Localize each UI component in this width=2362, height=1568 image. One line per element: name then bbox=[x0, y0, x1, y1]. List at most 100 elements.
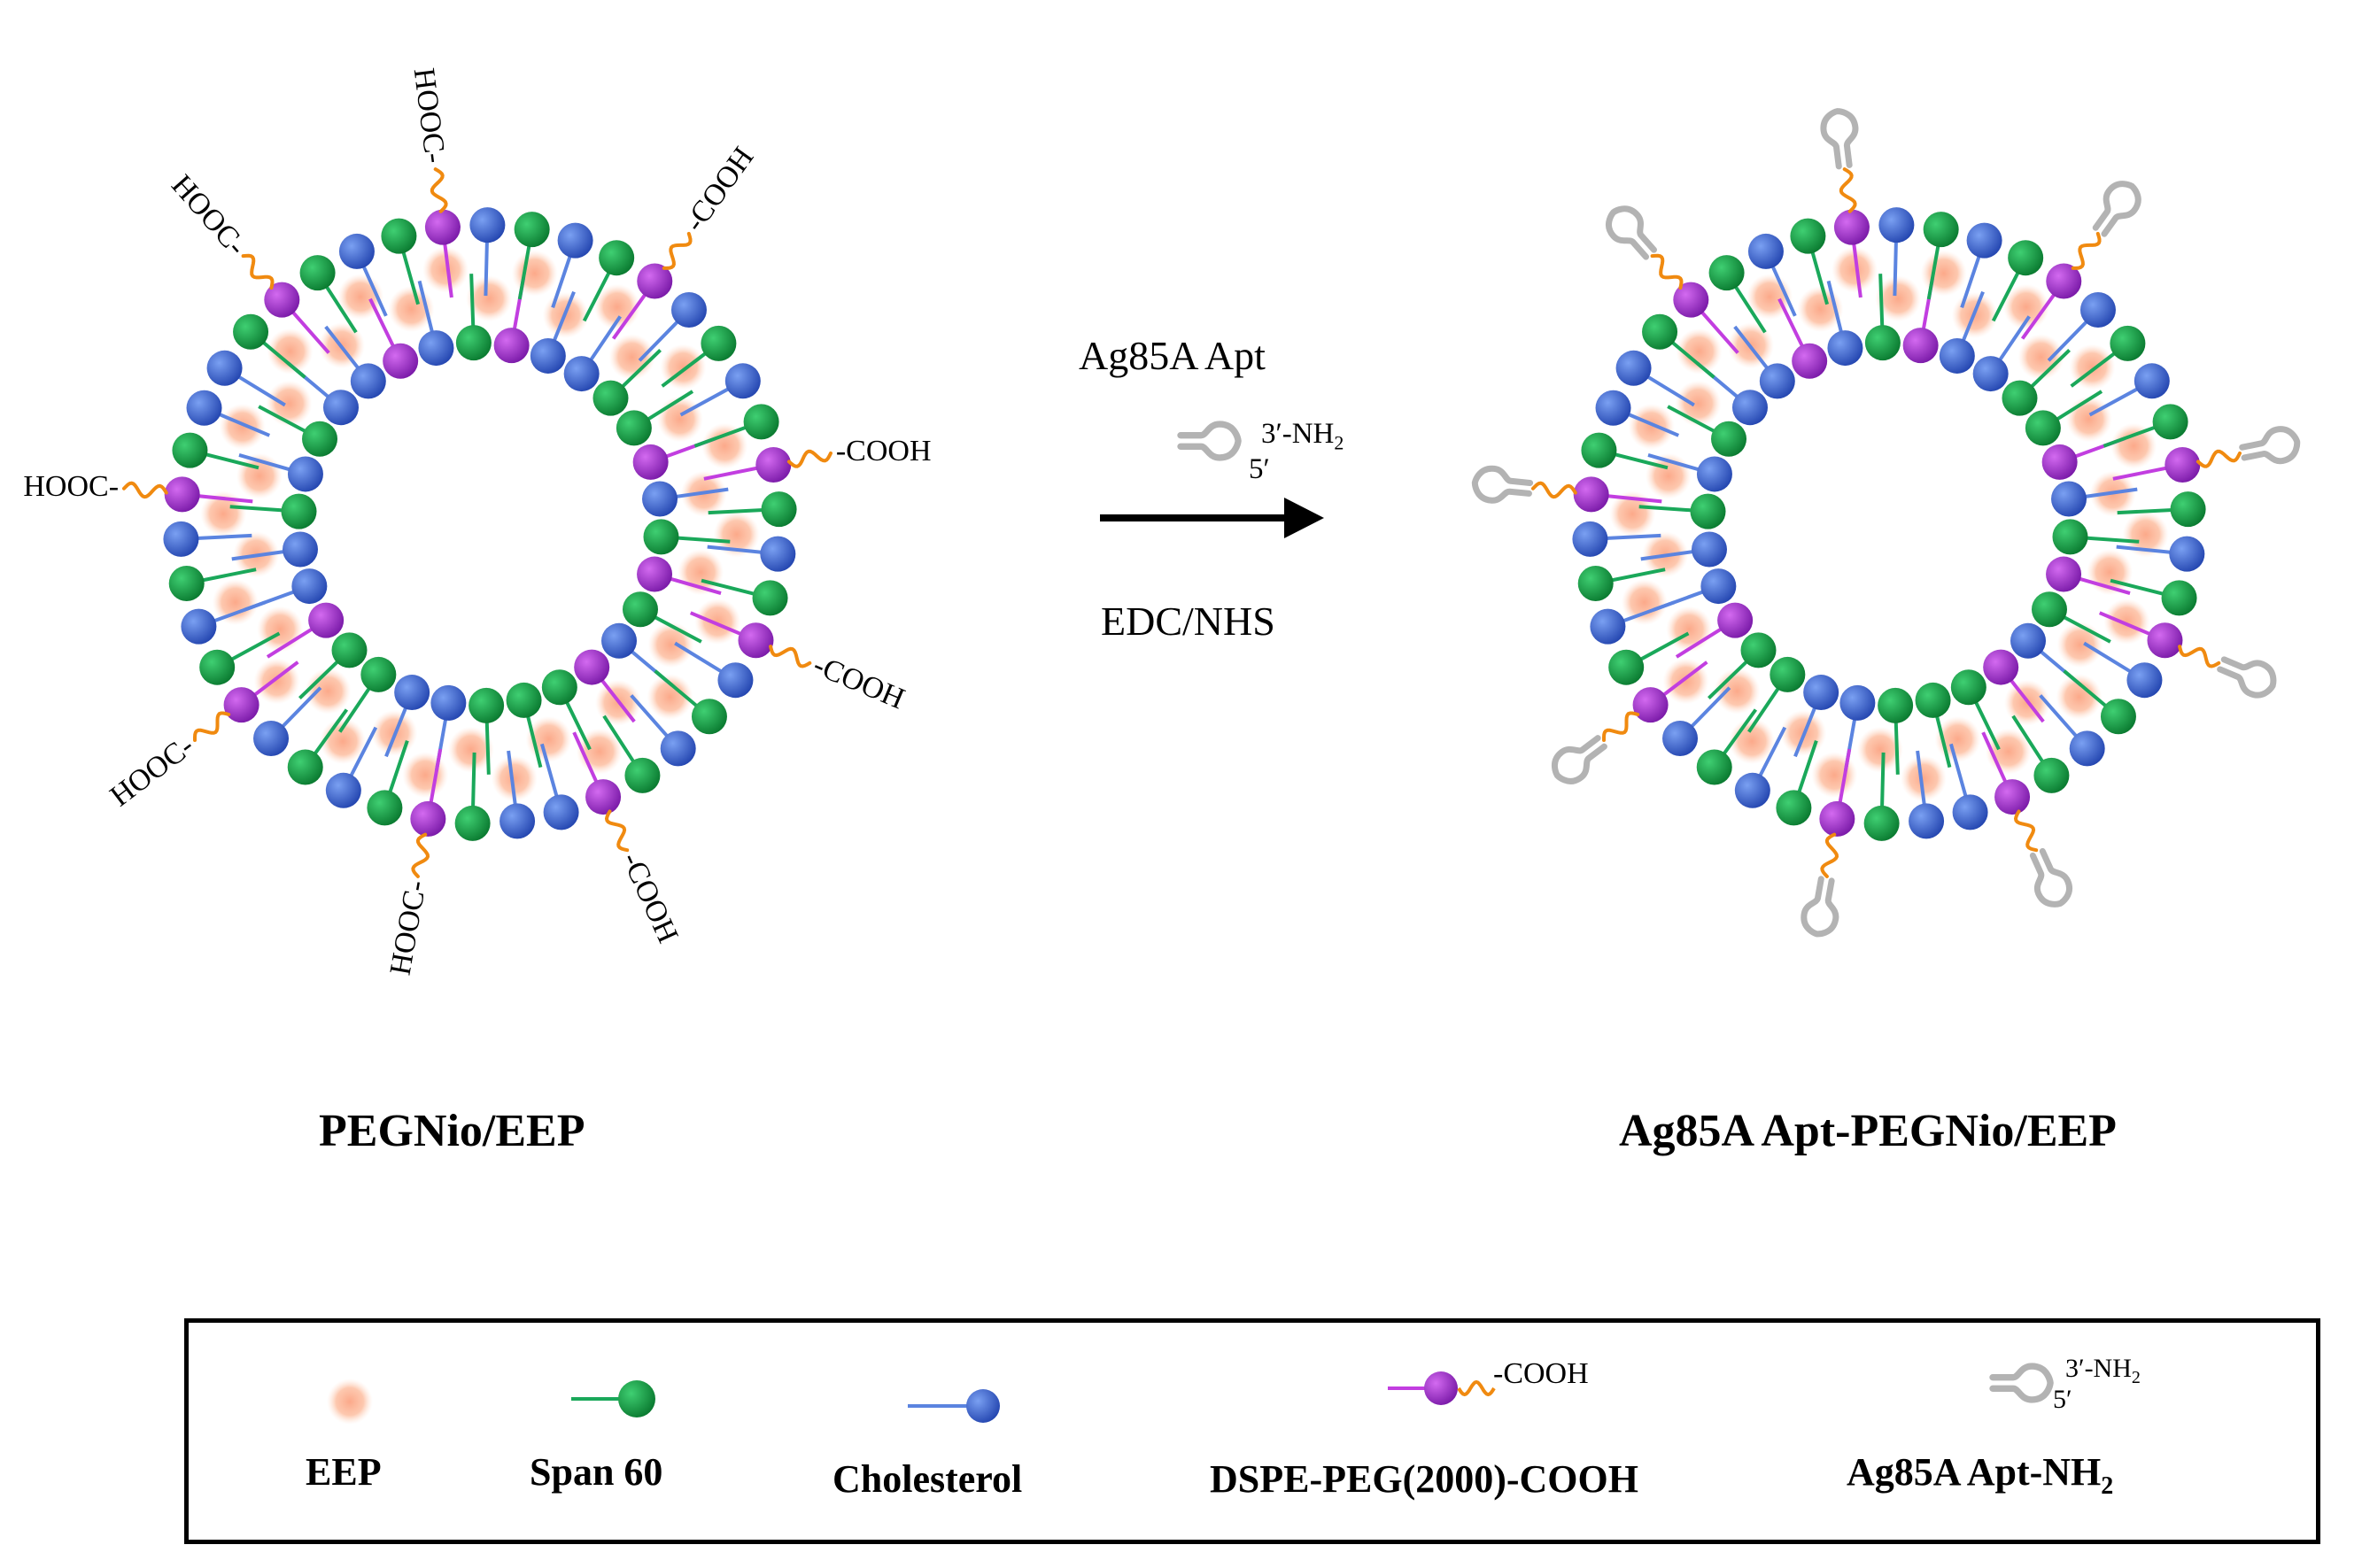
span60-head bbox=[331, 632, 368, 668]
legend-aptamer-sub: 2 bbox=[2101, 1471, 2114, 1500]
aptamer-hairpin bbox=[1606, 205, 1657, 260]
span60-head bbox=[381, 218, 417, 254]
eep-molecule bbox=[1609, 490, 1656, 537]
span60-head bbox=[2052, 519, 2088, 555]
aptamer-strand bbox=[2092, 181, 2141, 237]
eep-molecule bbox=[1811, 752, 1858, 799]
legend-icons bbox=[327, 1363, 2054, 1425]
aptamer-strand bbox=[2029, 847, 2072, 908]
cholesterol-head bbox=[430, 684, 467, 721]
peg-chain bbox=[1839, 167, 1857, 213]
peg-chain bbox=[193, 711, 231, 742]
reagent-aptamer-label: Ag85A Apt bbox=[1079, 333, 1266, 378]
dspe-peg-head bbox=[1819, 800, 1855, 837]
dspe-peg-head bbox=[1983, 649, 2019, 685]
span60-head bbox=[233, 313, 269, 350]
span60-head bbox=[1696, 749, 1732, 785]
inner-leaflet bbox=[1638, 274, 2140, 775]
span60-head bbox=[287, 749, 323, 785]
outer-leaflet bbox=[163, 207, 797, 841]
cholesterol-head bbox=[1878, 207, 1915, 243]
dspe-peg-head bbox=[2147, 622, 2183, 659]
span60-head bbox=[299, 255, 336, 291]
dspe-peg-head bbox=[2046, 556, 2082, 592]
cholesterol-head bbox=[601, 622, 638, 659]
span60-head bbox=[1740, 632, 1777, 668]
legend-label-aptamer: Ag85A Apt-NH2 bbox=[1847, 1449, 2113, 1501]
span60-head bbox=[2031, 591, 2067, 628]
legend-aptamer-3prime-sub: 2 bbox=[2131, 1368, 2141, 1387]
outer-leaflet bbox=[1572, 207, 2206, 841]
span60-head bbox=[2008, 240, 2044, 276]
span60-head bbox=[1608, 649, 1645, 685]
eep-molecule bbox=[1920, 250, 1967, 297]
peg-chain bbox=[411, 832, 430, 878]
cholesterol-head bbox=[543, 794, 579, 830]
eep-molecule bbox=[402, 752, 449, 799]
cholesterol-head bbox=[1972, 356, 2009, 392]
span60-head bbox=[2110, 325, 2146, 361]
dspe-peg-head bbox=[1673, 282, 1709, 318]
dspe-peg-head bbox=[1573, 476, 1609, 513]
aptamer-strand bbox=[1177, 421, 1242, 461]
eep-molecule bbox=[266, 380, 313, 427]
legend bbox=[184, 1318, 2320, 1544]
peg-chain bbox=[1531, 481, 1577, 499]
dspe-peg-head bbox=[1632, 687, 1669, 723]
peg-chain bbox=[2071, 231, 2102, 270]
eep-molecule bbox=[1875, 275, 1922, 322]
span60-head bbox=[592, 380, 629, 416]
dspe-peg-head bbox=[493, 328, 530, 364]
span60-head bbox=[599, 240, 635, 276]
legend-label-dspe: DSPE-PEG(2000)-COOH bbox=[1210, 1457, 1638, 1501]
eep-molecule bbox=[2056, 674, 2103, 721]
aptamer-strand bbox=[2239, 426, 2301, 465]
reaction-arrow bbox=[1100, 498, 1324, 538]
cholesterol-head bbox=[469, 207, 506, 243]
inner-leaflet bbox=[229, 274, 731, 775]
eep-molecule bbox=[1856, 726, 1903, 773]
cholesterol-head bbox=[2079, 292, 2116, 328]
eep-molecule bbox=[466, 275, 513, 322]
cholesterol-head bbox=[2051, 481, 2087, 517]
span60-head bbox=[2033, 757, 2070, 793]
peg-chain bbox=[2013, 809, 2039, 853]
cholesterol-head bbox=[394, 675, 430, 711]
eep-molecule bbox=[647, 674, 693, 721]
legend-aptamer-5prime: 5′ bbox=[2053, 1385, 2072, 1414]
carboxyl-label: -COOH bbox=[835, 434, 932, 467]
dspe-peg-head bbox=[1833, 209, 1870, 245]
cholesterol-head bbox=[1909, 803, 1945, 839]
span60-head bbox=[514, 212, 550, 248]
span60-head bbox=[1581, 432, 1617, 468]
cholesterol-head bbox=[1696, 456, 1732, 492]
dspe-peg-head bbox=[637, 263, 673, 299]
legend-label-span60: Span 60 bbox=[530, 1450, 663, 1494]
eep-molecule bbox=[2122, 511, 2169, 558]
cholesterol-head bbox=[2010, 622, 2047, 659]
eep-molecule bbox=[1628, 403, 1675, 450]
cholesterol-head bbox=[1827, 330, 1863, 367]
cholesterol-head bbox=[563, 356, 600, 392]
legend-cholesterol-icon bbox=[966, 1389, 1000, 1423]
span60-head bbox=[624, 757, 661, 793]
dspe-peg-head bbox=[2165, 446, 2201, 483]
cholesterol-head bbox=[1731, 390, 1768, 426]
peg-chains bbox=[122, 167, 833, 878]
eep-molecule bbox=[647, 622, 694, 668]
span60-head bbox=[455, 325, 492, 361]
span60-head bbox=[743, 404, 779, 440]
cholesterol-head bbox=[1595, 390, 1631, 426]
aptamer-3prime-sub: 2 bbox=[1334, 431, 1344, 454]
reagent-coupling-label: EDC/NHS bbox=[1101, 599, 1275, 644]
cholesterol-head bbox=[760, 536, 796, 572]
span60-head bbox=[752, 580, 788, 616]
span60-head bbox=[1950, 669, 1986, 706]
cholesterol-head bbox=[1747, 233, 1784, 269]
aptamer-strand bbox=[1989, 1363, 2054, 1403]
span60-head bbox=[622, 591, 658, 628]
span60-head bbox=[2025, 410, 2061, 446]
aptamer-strand bbox=[1801, 876, 1839, 938]
cholesterol-head bbox=[670, 292, 707, 328]
eep-molecule bbox=[2056, 622, 2103, 668]
